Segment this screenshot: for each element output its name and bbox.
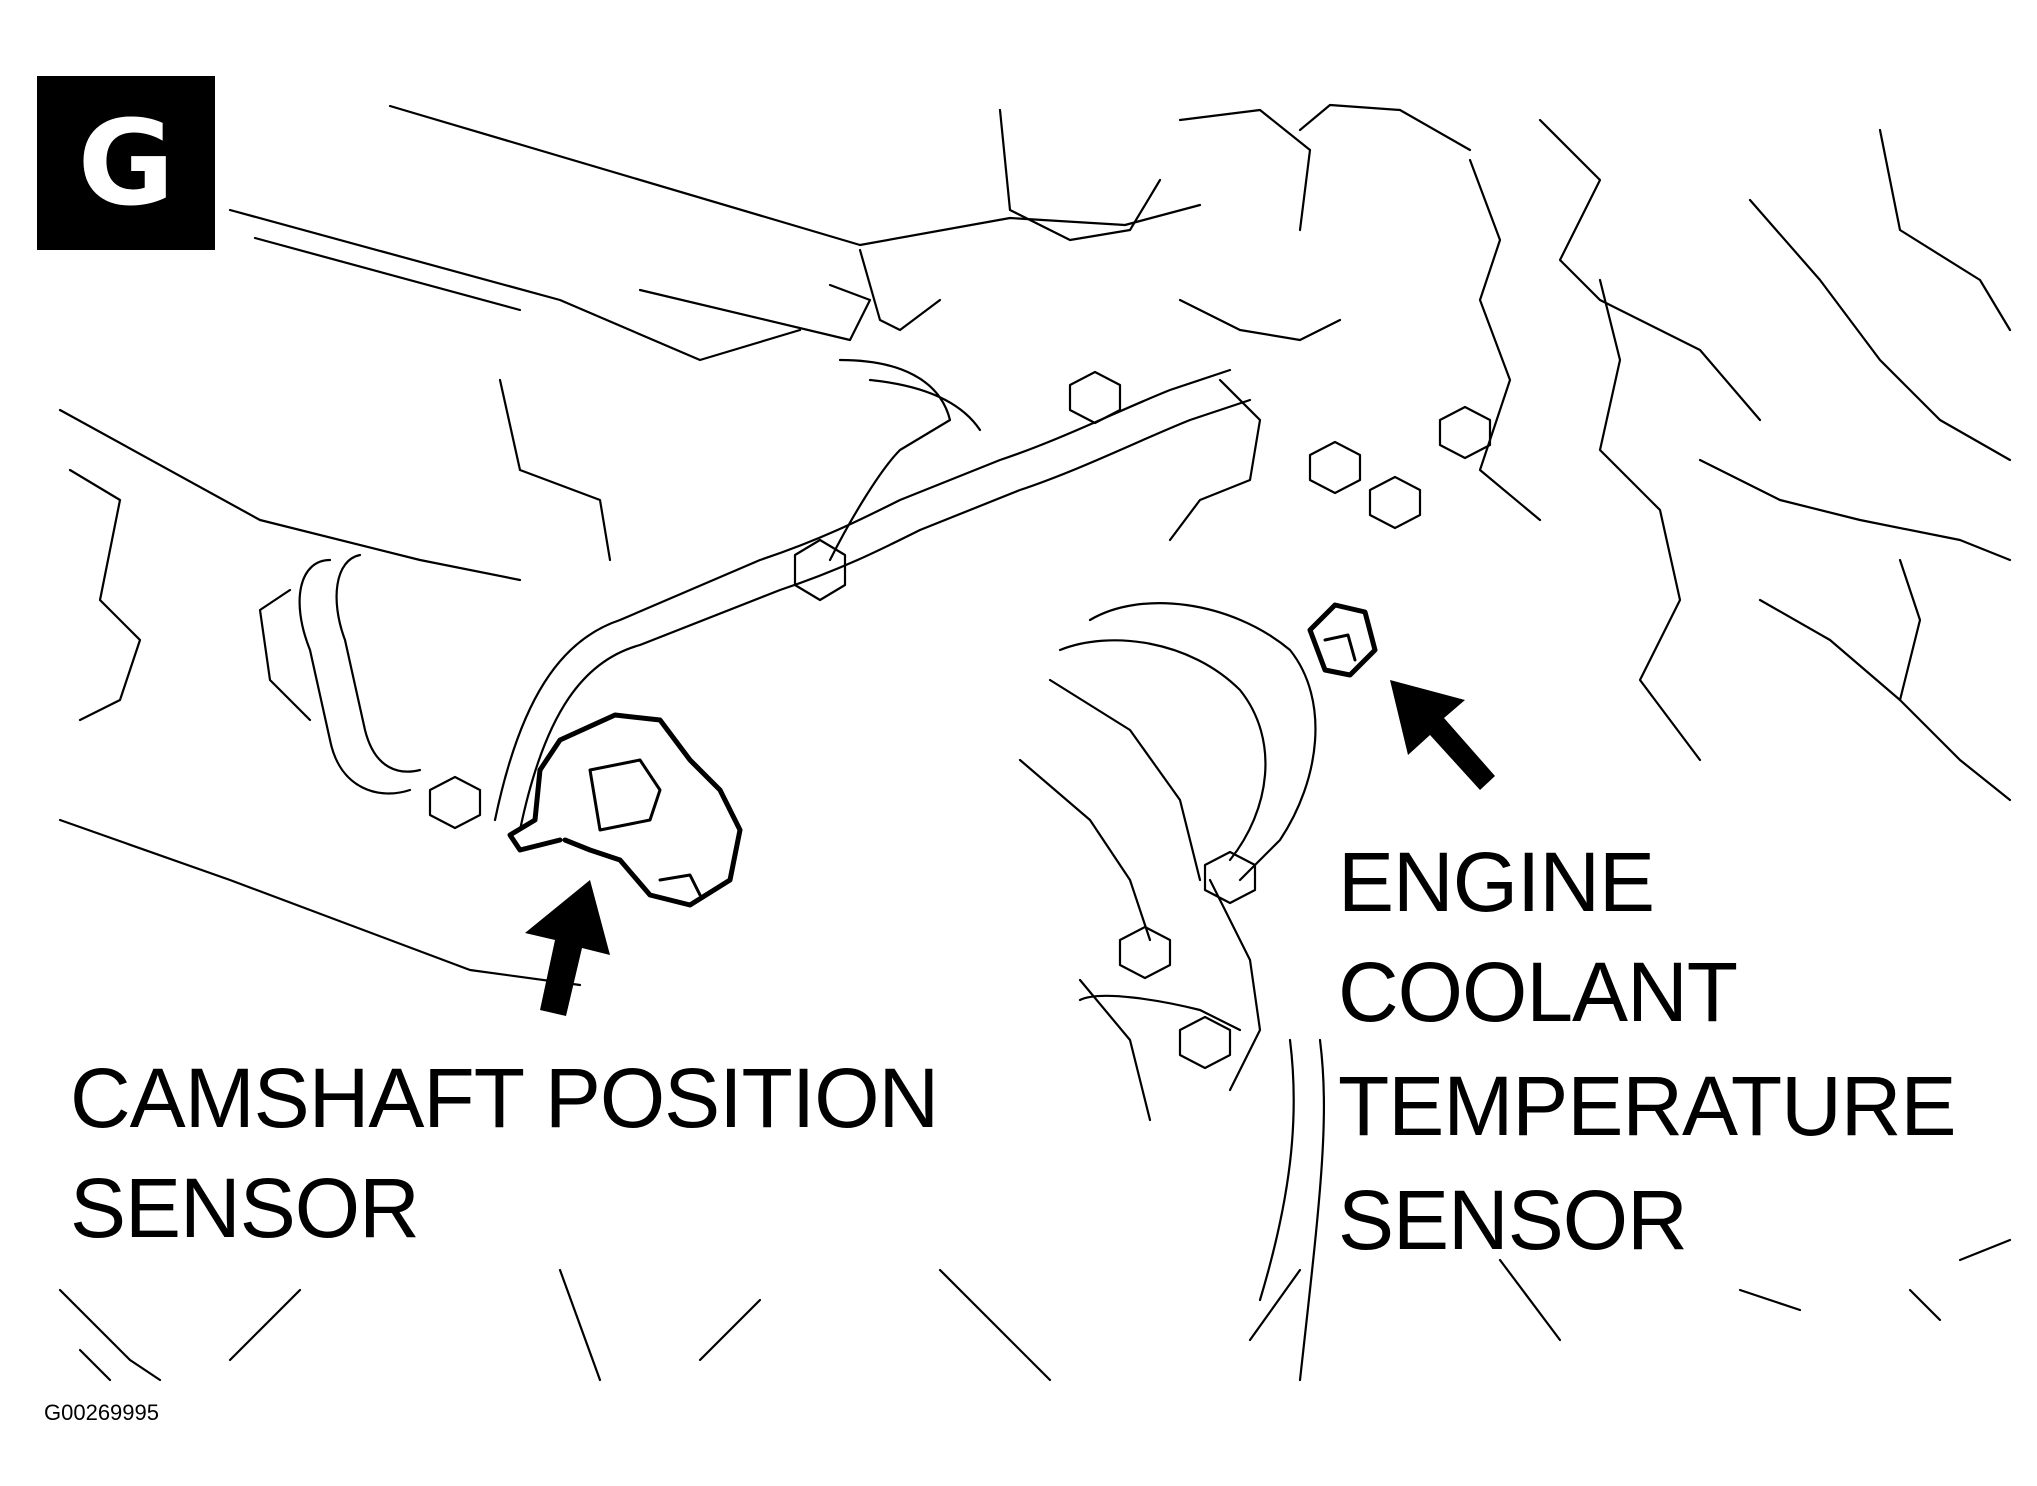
figure-id: G00269995 (44, 1400, 159, 1425)
engine-block-outline (388, 104, 1202, 247)
coolant-sensor-connector (1307, 602, 1378, 678)
coolant-label-line3: TEMPERATURE (1338, 1059, 1956, 1153)
coolant-label-line1: ENGINE (1338, 835, 1655, 929)
camshaft-arrow (525, 880, 610, 1016)
coolant-label-line4: SENSOR (1338, 1173, 1688, 1267)
intake-elbow (1088, 602, 1317, 882)
hose-left (298, 558, 412, 795)
camshaft-label-line2: SENSOR (70, 1161, 420, 1255)
bolt-heads (428, 370, 1492, 1070)
coolant-arrow (1390, 680, 1495, 790)
coolant-pipe (493, 368, 1232, 822)
camshaft-sensor-connector (507, 712, 743, 908)
figure-badge: G (37, 76, 215, 250)
camshaft-label-line1: CAMSHAFT POSITION (70, 1051, 939, 1145)
coolant-label-line2: COOLANT (1338, 945, 1738, 1039)
